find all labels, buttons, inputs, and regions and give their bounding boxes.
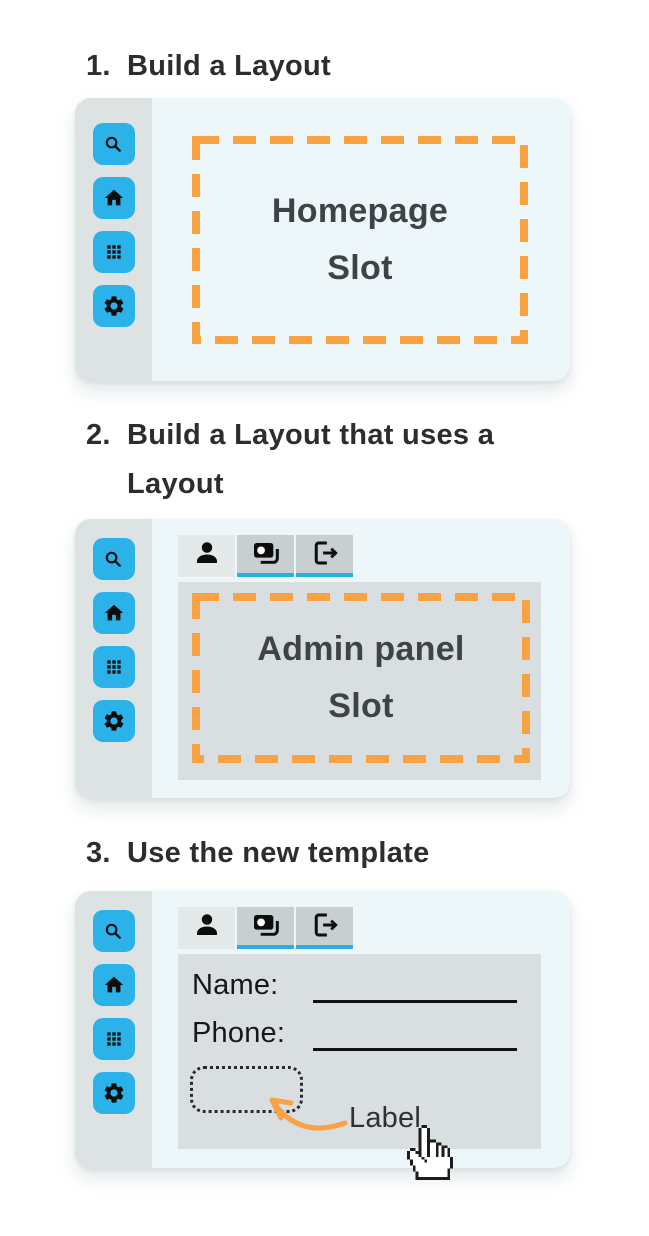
step3-number: 3. <box>86 837 111 869</box>
settings-button[interactable] <box>92 285 135 327</box>
mockup-card-step3: Name: Phone: Label <box>75 891 570 1168</box>
dashed-frame <box>192 136 528 344</box>
logout-icon <box>310 910 340 943</box>
tab-media-library[interactable] <box>237 535 294 577</box>
form-content-panel: Name: Phone: Label <box>178 954 541 1149</box>
apps-grid-icon <box>104 242 124 262</box>
apps-grid-button[interactable] <box>92 231 135 273</box>
mockup-toolbar <box>178 907 353 949</box>
logout-icon <box>310 538 340 571</box>
homepage-slot-label: Homepage Slot <box>271 192 449 287</box>
mockup-toolbar <box>178 535 353 577</box>
mockup-card-step1: Homepage Slot <box>75 98 570 381</box>
step1-title: Build a Layout <box>127 50 331 82</box>
tab-logout[interactable] <box>296 535 353 577</box>
admin-content-panel: Admin panel Slot <box>178 582 541 780</box>
step2-number: 2. <box>86 419 111 451</box>
annotation-arrow <box>269 1097 348 1131</box>
home-icon <box>103 187 125 209</box>
search-button[interactable] <box>92 910 135 952</box>
mockup-card-step2: Admin panel Slot <box>75 519 570 798</box>
step1-number: 1. <box>86 50 111 82</box>
mockup-sidebar <box>75 98 152 381</box>
step3-heading: 3. Use the new template <box>86 829 430 878</box>
settings-button[interactable] <box>92 1072 135 1114</box>
home-button[interactable] <box>92 592 135 634</box>
home-button[interactable] <box>92 177 135 219</box>
tab-media-library[interactable] <box>237 907 294 949</box>
settings-gear-icon <box>102 294 126 318</box>
name-input-line[interactable] <box>313 1000 517 1003</box>
tab-person[interactable] <box>178 535 235 577</box>
phone-input-line[interactable] <box>313 1048 517 1051</box>
tab-person[interactable] <box>178 907 235 949</box>
settings-gear-icon <box>102 1081 126 1105</box>
apps-grid-icon <box>104 1029 124 1049</box>
search-button[interactable] <box>92 123 135 165</box>
search-icon <box>102 920 125 943</box>
step1-heading: 1. Build a Layout <box>86 42 331 91</box>
settings-gear-icon <box>102 709 126 733</box>
annotation-label: Label <box>349 1102 421 1134</box>
admin-slot-label: Admin panel Slot <box>257 630 465 725</box>
home-button[interactable] <box>92 964 135 1006</box>
home-icon <box>103 974 125 996</box>
home-icon <box>103 602 125 624</box>
homepage-slot: Homepage Slot <box>192 136 528 344</box>
apps-grid-button[interactable] <box>92 1018 135 1060</box>
mockup-sidebar <box>75 519 152 798</box>
admin-panel-slot: Admin panel Slot <box>192 593 530 763</box>
hand-cursor-icon <box>407 1125 453 1180</box>
step2-title: Build a Layout that uses a Layout <box>127 419 495 500</box>
person-icon <box>192 538 222 571</box>
media-library-icon <box>250 537 282 572</box>
step3-title: Use the new template <box>127 837 430 869</box>
settings-button[interactable] <box>92 700 135 742</box>
apps-grid-icon <box>104 657 124 677</box>
search-button[interactable] <box>92 538 135 580</box>
phone-field-label: Phone: <box>192 1017 286 1049</box>
media-library-icon <box>250 909 282 944</box>
dashed-frame <box>192 593 530 763</box>
tab-logout[interactable] <box>296 907 353 949</box>
search-icon <box>102 548 125 571</box>
apps-grid-button[interactable] <box>92 646 135 688</box>
step2-heading: 2. Build a Layout that uses a Layout <box>86 411 494 509</box>
person-icon <box>192 910 222 943</box>
name-field-label: Name: <box>192 969 279 1001</box>
label-placeholder-slot <box>190 1066 303 1113</box>
mockup-sidebar <box>75 891 152 1168</box>
search-icon <box>102 133 125 156</box>
